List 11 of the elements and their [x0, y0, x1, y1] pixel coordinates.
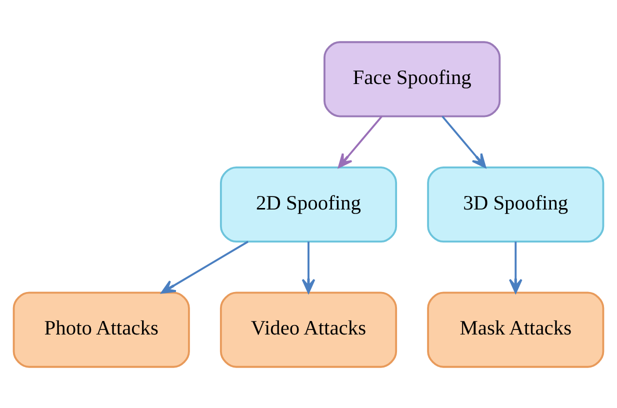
node-box: 3D Spoofing: [427, 166, 604, 242]
node-box: Face Spoofing: [324, 40, 501, 117]
node-box: 2D Spoofing: [220, 166, 398, 242]
arrow: [508, 241, 522, 293]
arrow: [160, 240, 249, 294]
node-box: Video Attacks: [220, 291, 398, 368]
arrow: [302, 241, 316, 293]
arrow: [338, 115, 383, 168]
node-box: Mask Attacks: [427, 291, 604, 368]
node-box: Photo Attacks: [12, 291, 190, 368]
arrow: [442, 115, 486, 168]
